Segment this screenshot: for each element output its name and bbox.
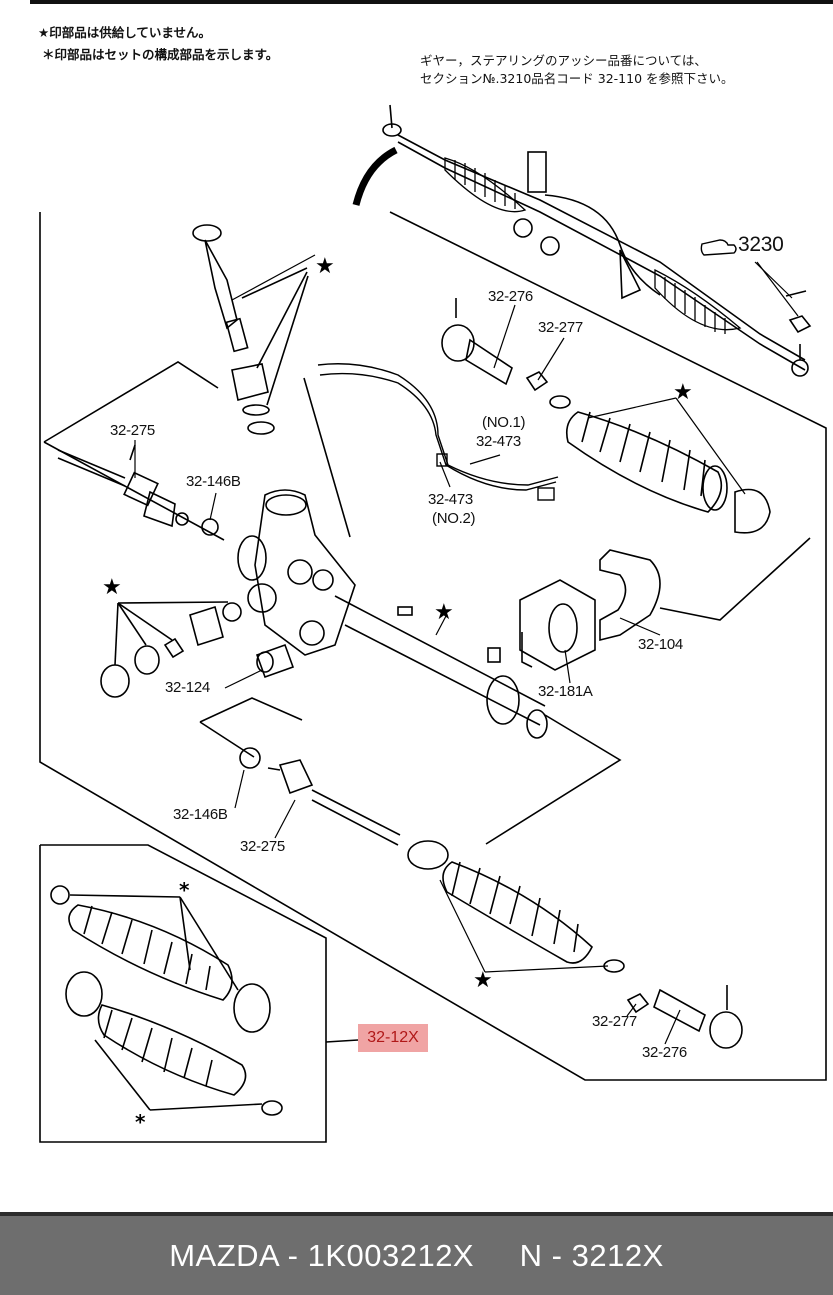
mounting-bracket [599,549,661,642]
star-not-supplied-marker: ★ [102,575,122,600]
boot-lower-right [407,840,625,973]
ref-section-label: 3230 [738,233,784,256]
footer-part-numbers: MAZDA - 1K003212X N - 3212X [169,1238,664,1273]
star-not-supplied-marker: ★ [473,968,493,993]
part-label-nut-top: 32-277 [538,319,583,336]
tie-rod-end-top [441,298,549,392]
part-label-washer-left: 32-146B [186,473,241,490]
part-label-inner-rod-left: 32-275 [110,422,155,439]
boot-set [50,885,283,1116]
part-label-tie-rod-end-lower: 32-276 [642,1044,687,1061]
pointing-hand-icon [700,239,737,256]
note-assembly-ref-1: ギヤー，ステアリングのアッシー品番については、 [420,53,707,68]
note-set-parts: ＊印部品はセットの構成部品を示します。 [42,47,279,62]
pinion-shaft [192,224,309,435]
note-assembly-ref-2: セクション№.3210品名コード 32-110 を参照下さい。 [420,71,734,86]
part-label-pipe-no2: (NO.2) [432,510,476,527]
star-not-supplied-marker: ★ [315,254,335,279]
asterisk-set-part-marker: * [135,1110,146,1134]
part-label-inner-rod-lower: 32-275 [240,838,285,855]
seal-stack-left [100,601,242,698]
leader-lines [134,254,799,1045]
ref-3230-parts [785,290,812,334]
part-label-pipe-no1: (NO.1) [482,414,526,431]
asterisk-set-part-marker: * [179,878,190,902]
part-label-pipe-no1-code: 32-473 [476,433,521,450]
boot-top-right [549,395,771,534]
star-not-supplied-marker: ★ [673,380,693,405]
part-label-nut-lower: 32-277 [592,1013,637,1030]
rack-seal [255,643,295,679]
inner-rod-left [57,444,219,536]
inner-rod-lower [239,747,401,846]
part-label-bush: 32-181A [538,683,593,700]
note-not-supplied: ★印部品は供給していません。 [38,25,211,40]
main-frame [39,211,827,1081]
part-label-seal: 32-124 [165,679,210,696]
part-label-tie-rod-end-top: 32-276 [488,288,533,305]
top-border [30,0,833,4]
steering-rack-assembly-top [382,104,809,377]
gear-housing [237,489,548,739]
part-label-pipe-no2-code: 32-473 [428,491,473,508]
feed-pipes [317,363,559,501]
boot-set-frame [39,844,327,1143]
star-not-supplied-marker: ★ [434,600,454,625]
rack-bush [519,579,596,671]
highlighted-part-label[interactable]: 32-12X [358,1024,428,1052]
footer-bar: MAZDA - 1K003212X N - 3212X [0,1212,833,1295]
tie-rod-end-lower [626,985,743,1049]
part-label-washer-lower: 32-146B [173,806,228,823]
part-label-bracket: 32-104 [638,636,683,653]
